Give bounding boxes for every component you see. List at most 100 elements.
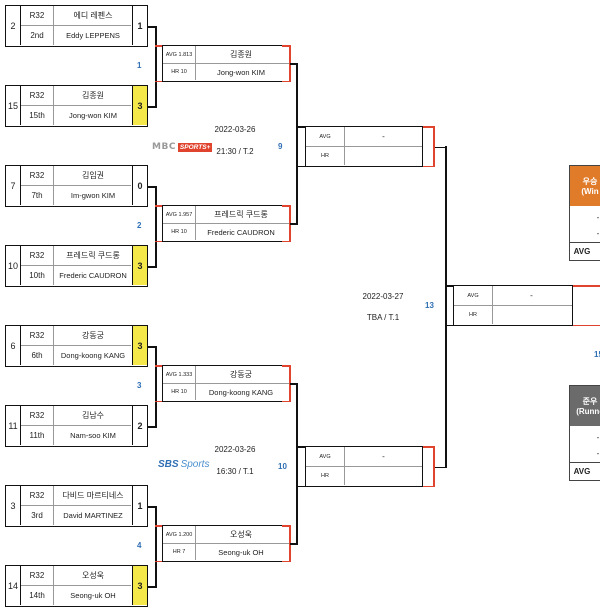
winner-edge xyxy=(282,80,290,82)
match-date: 2022-03-26 xyxy=(214,445,256,454)
player-name-en: Im-gwon KIM xyxy=(70,191,116,200)
winner-edge xyxy=(573,285,600,287)
match-score: 3 xyxy=(132,86,147,125)
card-title-en: (Win xyxy=(581,187,599,196)
match-time: TBA / T.1 xyxy=(366,313,400,322)
round-label: R32 xyxy=(29,411,45,420)
match-score: 3 xyxy=(132,246,147,285)
bracket-line xyxy=(155,205,165,207)
bracket-line xyxy=(155,560,165,562)
place-label: 6th xyxy=(31,351,43,360)
bracket-line xyxy=(148,106,155,108)
place-label: 7th xyxy=(31,191,43,200)
player-name-kr: 김종원 xyxy=(229,50,253,59)
hr-label: HR xyxy=(469,312,477,318)
avg-label: AVG 1.957 xyxy=(165,211,193,218)
player-name-en: Frederic CAUDRON xyxy=(207,227,275,237)
match-score: 3 xyxy=(132,326,147,365)
winner-edge xyxy=(423,165,435,167)
bracket-line xyxy=(290,543,296,545)
card-title-kr: 우승 xyxy=(582,177,598,186)
bracket-line xyxy=(155,80,165,82)
avg-label: AVG xyxy=(319,133,331,140)
bracket-line xyxy=(155,346,157,428)
seed-number: 15 xyxy=(7,100,18,111)
bracket-line xyxy=(296,126,305,128)
card-value: - xyxy=(596,448,600,458)
card-value: - xyxy=(596,212,600,222)
player-name: - xyxy=(382,452,385,461)
round-label: R32 xyxy=(29,91,45,100)
avg-label: AVG 1.333 xyxy=(165,371,193,378)
player-name-kr: 오성욱 xyxy=(81,571,105,580)
winner-edge xyxy=(423,126,435,128)
match-number: 13 xyxy=(425,301,434,310)
winner-edge xyxy=(288,45,291,82)
bracket-line xyxy=(445,146,447,468)
bracket-line xyxy=(296,165,305,167)
bracket-line xyxy=(148,26,155,28)
match-score: 1 xyxy=(132,486,147,525)
bracket-line xyxy=(155,26,157,108)
match-date: 2022-03-27 xyxy=(362,292,404,301)
winner-edge xyxy=(282,205,290,207)
place-label: 15th xyxy=(29,111,45,120)
bracket-line xyxy=(148,586,155,588)
card-title-kr: 준우 xyxy=(582,397,598,406)
winner-edge xyxy=(288,205,291,242)
round-label: R32 xyxy=(29,171,45,180)
bracket-line xyxy=(155,240,165,242)
player-name-kr: 프레드릭 쿠드롱 xyxy=(214,210,268,219)
match-score: 0 xyxy=(132,166,147,205)
bracket-line xyxy=(445,285,453,287)
seed-number: 10 xyxy=(7,260,18,271)
card-value: - xyxy=(596,432,600,442)
bracket-line xyxy=(435,466,445,468)
card-header: 준우(Runne xyxy=(570,386,600,426)
place-label: 2nd xyxy=(30,31,44,40)
player-name-en: Seong-uk OH xyxy=(70,591,116,600)
player-name-kr: 김임권 xyxy=(81,171,105,180)
winner-edge xyxy=(423,485,435,487)
match-number: 2 xyxy=(137,221,142,230)
player-name-en: Dong-koong KANG xyxy=(208,387,274,397)
bracket-line xyxy=(155,45,165,47)
bracket-line xyxy=(155,400,165,402)
bracket-line xyxy=(148,186,155,188)
match-date: 2022-03-26 xyxy=(214,125,256,134)
winner-edge xyxy=(282,45,290,47)
round-label: R32 xyxy=(29,251,45,260)
player-name-en: Jong-won KIM xyxy=(69,111,117,120)
hr-label: HR xyxy=(321,473,329,479)
match-number: 4 xyxy=(137,541,142,550)
avg-label: AVG xyxy=(467,292,479,299)
winner-edge xyxy=(573,324,600,326)
player-name-kr: 프레드릭 쿠드롱 xyxy=(66,251,120,260)
match-number: 9 xyxy=(278,141,283,151)
bracket-line xyxy=(290,383,296,385)
round-label: R32 xyxy=(29,331,45,340)
player-name-en: David MARTINEZ xyxy=(63,511,123,520)
bracket-line xyxy=(155,506,157,588)
r32-player-card[interactable]: 15 R32 15th 김종원 Jong-won KIM 3 xyxy=(5,85,148,127)
card-avg: AVG xyxy=(573,466,591,476)
winner-edge xyxy=(423,446,435,448)
place-label: 3rd xyxy=(31,511,43,520)
player-name-kr: 김종원 xyxy=(81,91,105,100)
bracket-line xyxy=(296,383,298,545)
